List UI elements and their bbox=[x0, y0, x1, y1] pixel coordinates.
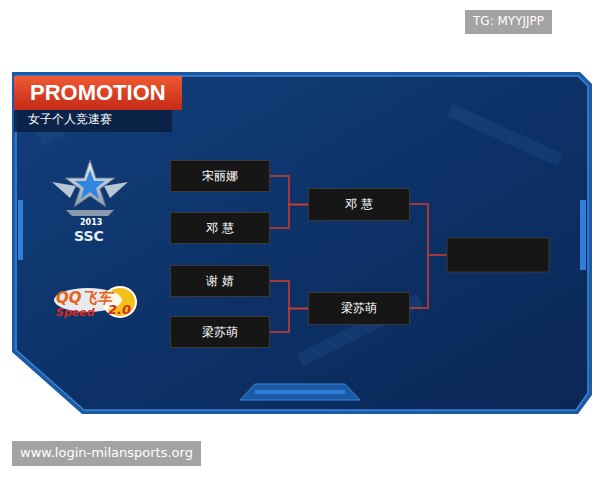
logo-text: Speed bbox=[56, 307, 95, 320]
bottom-tab-light bbox=[255, 390, 345, 394]
watermark: TG: MYYJJPP bbox=[465, 10, 552, 34]
player-name: 宋丽娜 bbox=[202, 168, 238, 185]
player-box: 邓 慧 bbox=[170, 212, 270, 244]
side-light bbox=[580, 200, 586, 270]
bracket-connector bbox=[270, 205, 308, 229]
player-name: 梁苏萌 bbox=[202, 324, 238, 341]
panel-frame bbox=[12, 72, 592, 414]
panel-texture bbox=[40, 95, 560, 360]
bracket-connector bbox=[270, 281, 308, 309]
logo-text: SSC bbox=[74, 228, 104, 244]
header-title: PROMOTION bbox=[30, 80, 166, 105]
watermark: www.login-milansports.org bbox=[12, 441, 201, 466]
player-box: 梁苏萌 bbox=[170, 316, 270, 348]
player-name: 邓 慧 bbox=[206, 220, 234, 237]
player-box: 邓 慧 bbox=[308, 188, 410, 221]
player-box: 宋丽娜 bbox=[170, 160, 270, 192]
player-name: 谢 婧 bbox=[206, 273, 234, 290]
subtitle: 女子个人竞速赛 bbox=[28, 113, 112, 127]
side-light bbox=[18, 200, 23, 260]
final-box bbox=[447, 238, 549, 272]
logo-text: QQ飞车 bbox=[56, 290, 112, 307]
player-box: 谢 婧 bbox=[170, 265, 270, 297]
subtitle-band bbox=[14, 110, 172, 132]
logo-text: 2.0 bbox=[108, 303, 131, 318]
player-name: 梁苏萌 bbox=[341, 300, 377, 317]
player-name: 邓 慧 bbox=[345, 196, 373, 213]
logo-year: 2013 bbox=[80, 218, 102, 227]
player-box: 梁苏萌 bbox=[308, 292, 410, 325]
bracket-connector bbox=[270, 309, 308, 333]
ssc-logo bbox=[52, 160, 128, 216]
bracket-line bbox=[410, 204, 447, 308]
bracket-connector bbox=[270, 176, 308, 205]
header-band bbox=[14, 76, 182, 110]
bottom-tab bbox=[240, 384, 360, 400]
